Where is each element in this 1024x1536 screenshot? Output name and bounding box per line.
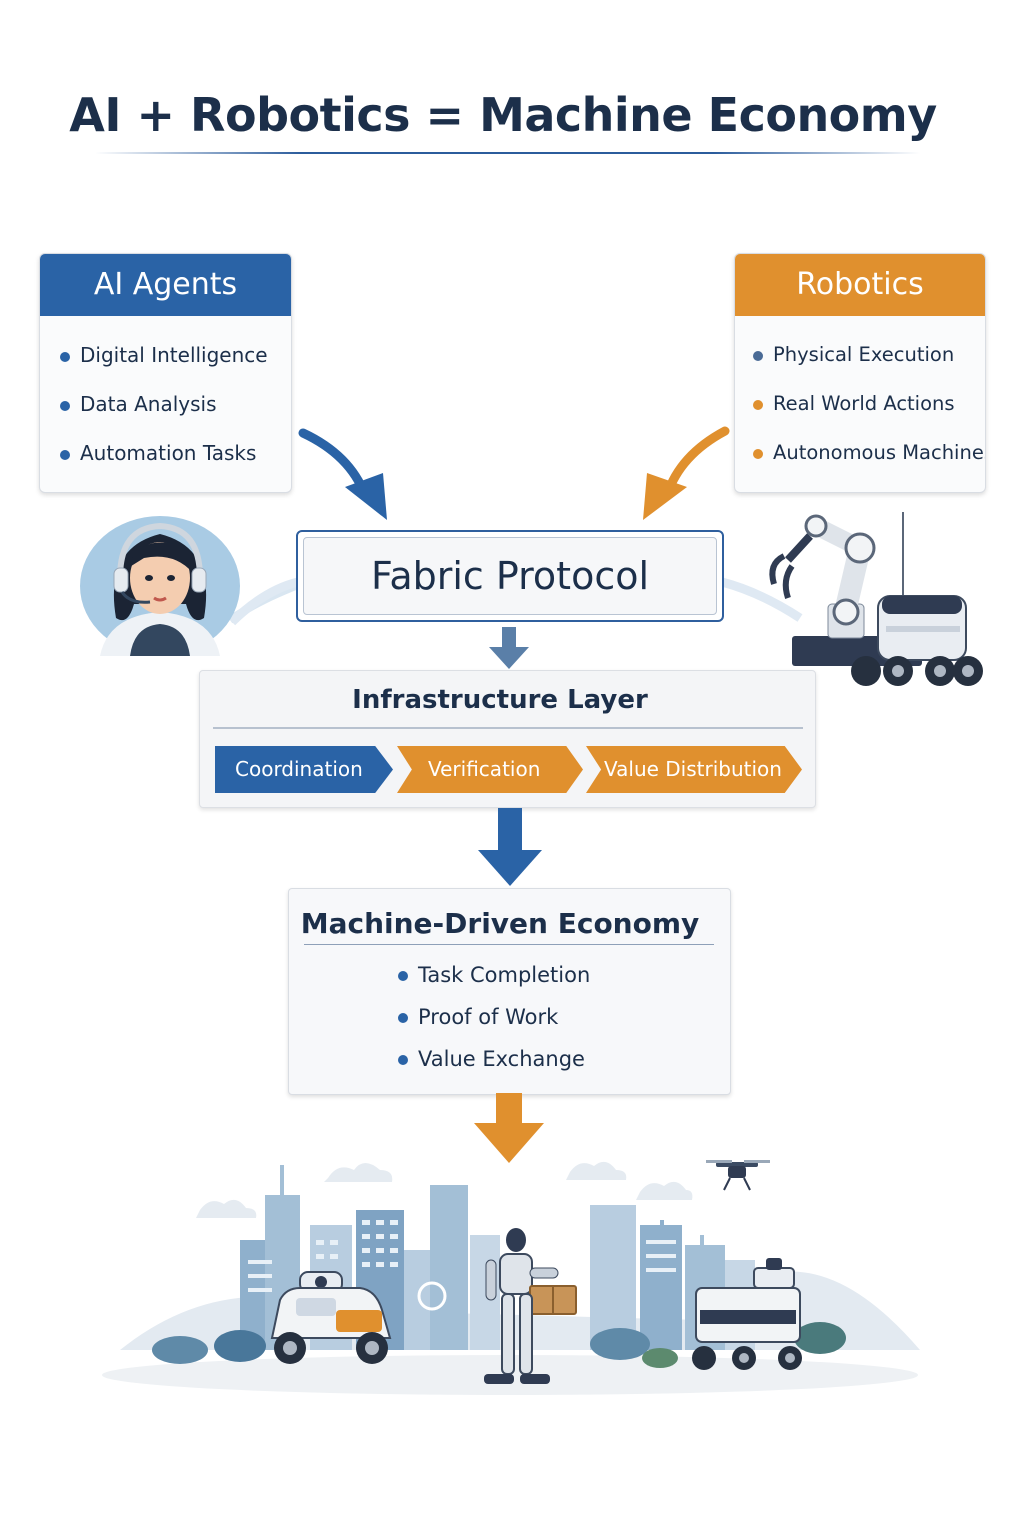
robot-arm-icon [748,508,993,693]
list-item: Data Analysis [60,387,291,436]
list-item: Physical Execution [753,338,985,387]
list-item: Real World Actions [753,387,985,436]
ai-agent-avatar-icon [78,508,243,656]
blue-down-arrow-icon [478,808,542,888]
list-item: Digital Intelligence [60,338,291,387]
ai-agents-card: AI Agents Digital Intelligence Data Anal… [39,253,292,493]
bullet-dot-icon [753,400,763,410]
divider [304,944,714,945]
machine-economy-panel: Machine-Driven Economy Task Completion P… [288,888,731,1095]
step-value-distribution: Value Distribution [586,746,802,793]
list-item: Task Completion [398,960,590,1002]
list-item: Proof of Work [398,1002,590,1044]
fabric-protocol-label: Fabric Protocol [303,537,717,615]
step-coordination: Coordination [215,746,393,793]
step-verification: Verification [397,746,583,793]
bullet-dot-icon [60,352,70,362]
ai-agents-heading: AI Agents [40,254,291,316]
bullet-dot-icon [60,401,70,411]
bullet-dot-icon [60,450,70,460]
infrastructure-layer-panel: Infrastructure Layer Coordination Verifi… [199,670,816,808]
robotics-heading: Robotics [735,254,985,316]
orange-curved-arrow-icon [625,425,735,525]
blue-curved-arrow-icon [295,425,405,525]
bullet-dot-icon [398,1055,408,1065]
infrastructure-title: Infrastructure Layer [200,685,800,715]
list-item: Value Exchange [398,1044,590,1086]
smart-city-illustration [100,1150,930,1400]
bullet-dot-icon [398,971,408,981]
down-arrow-icon [487,627,531,671]
bullet-dot-icon [753,449,763,459]
fabric-protocol-box: Fabric Protocol [296,530,724,622]
economy-title: Machine-Driven Economy [289,907,711,940]
list-item: Autonomous Machines [753,436,985,485]
list-item: Automation Tasks [60,436,291,485]
bullet-dot-icon [398,1013,408,1023]
robotics-card: Robotics Physical Execution Real World A… [734,253,986,493]
drone-icon [706,1160,770,1190]
divider [213,727,803,729]
bullet-dot-icon [753,351,763,361]
